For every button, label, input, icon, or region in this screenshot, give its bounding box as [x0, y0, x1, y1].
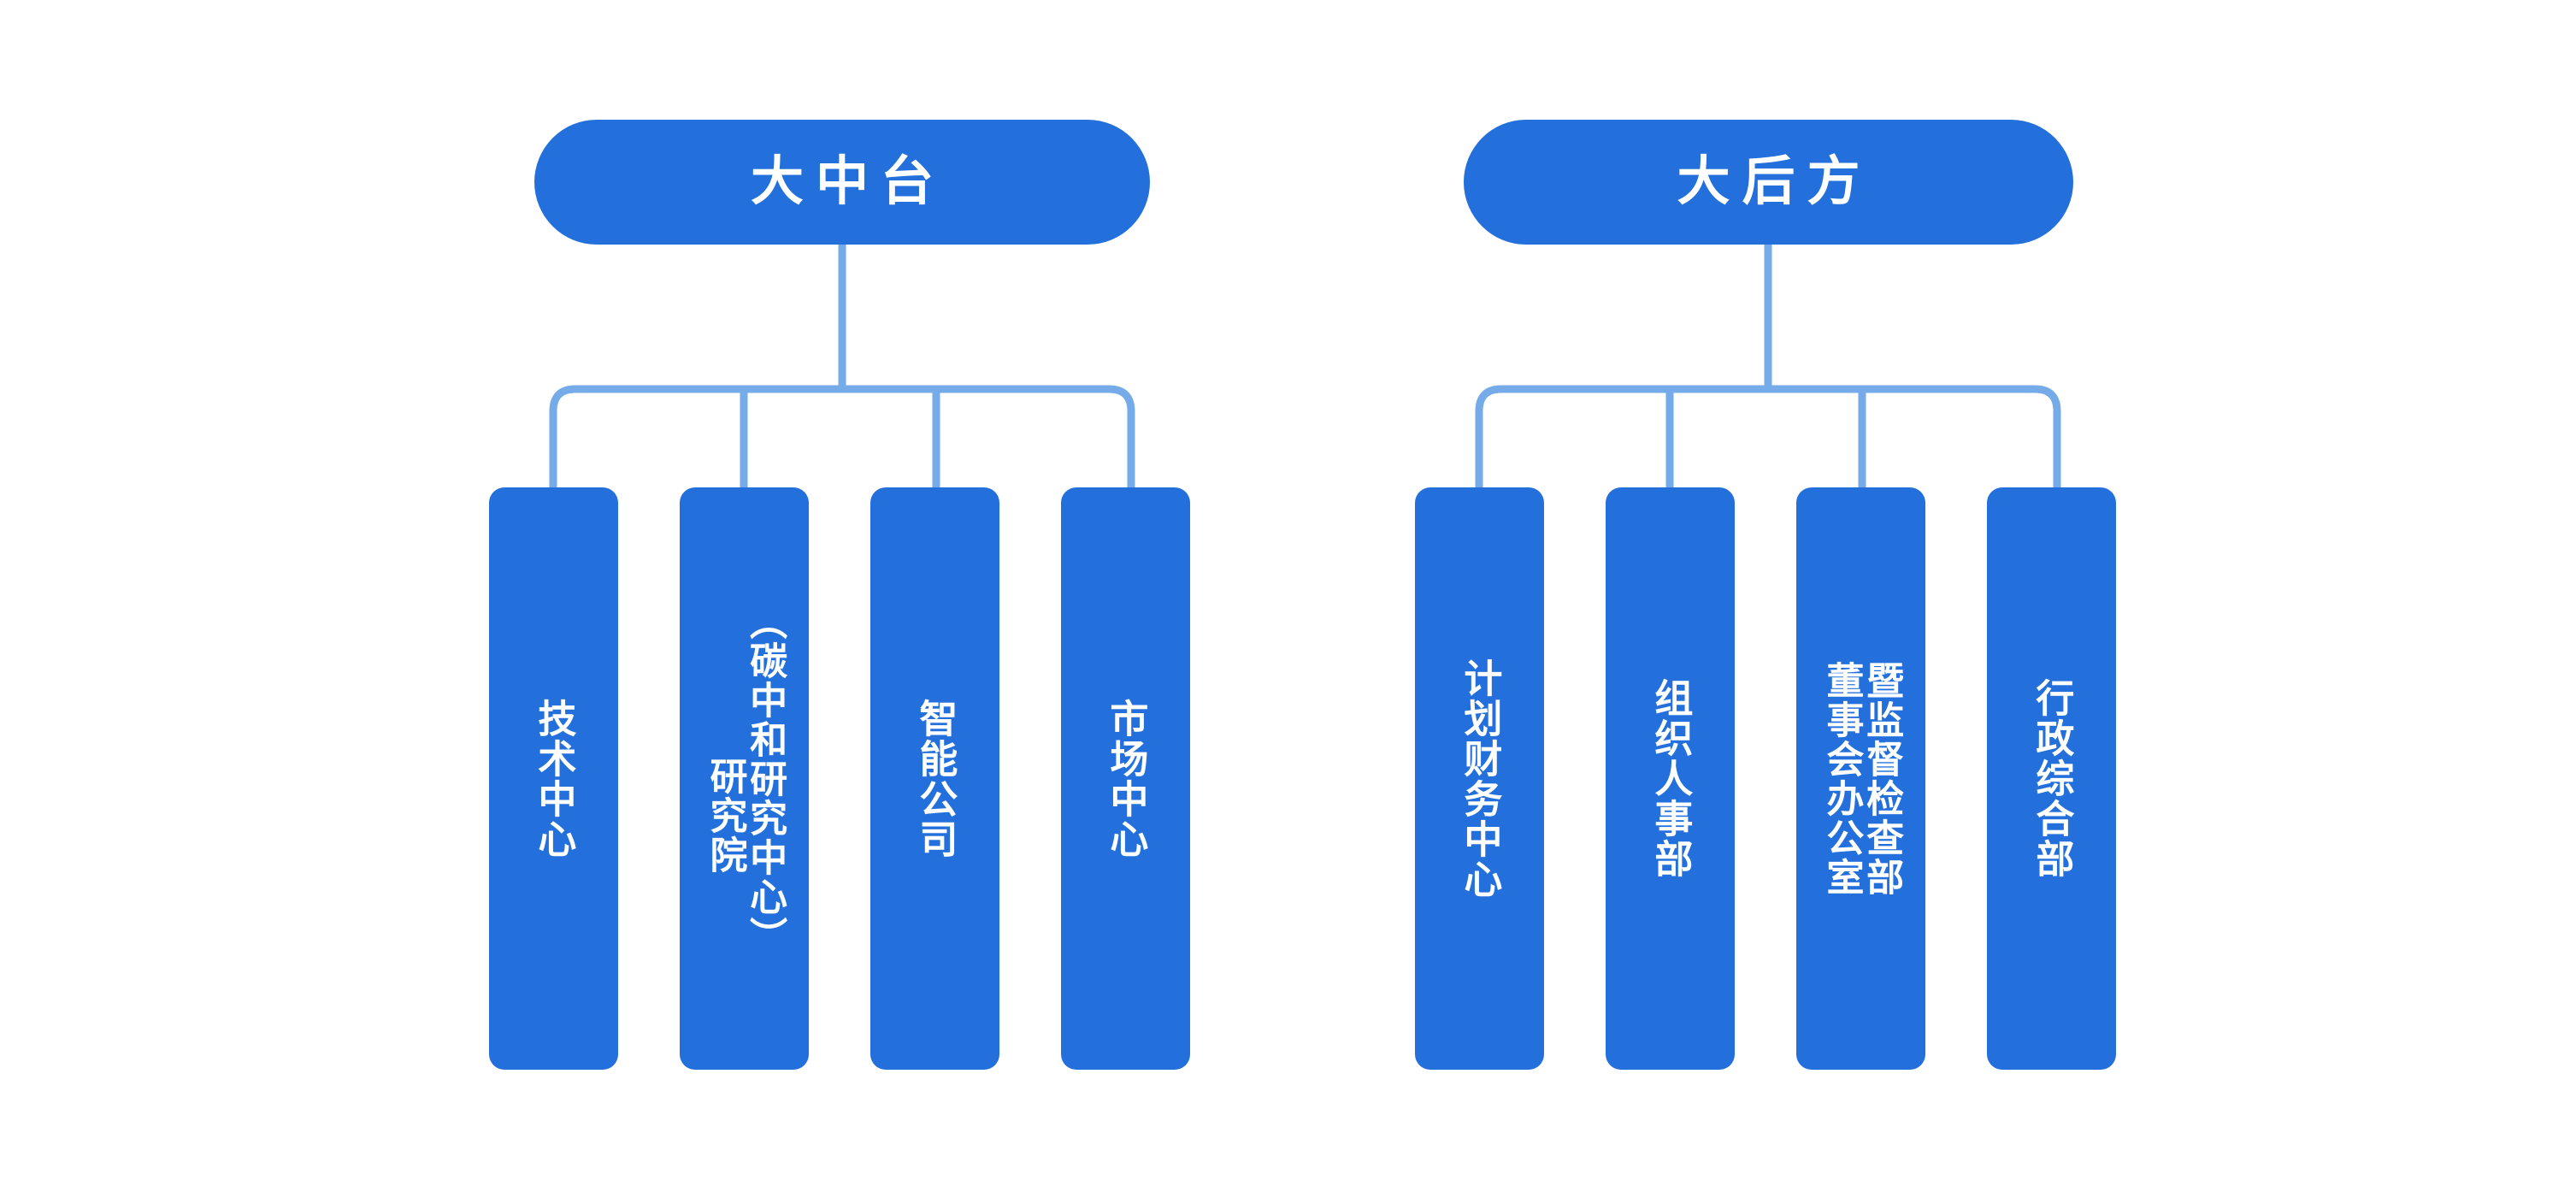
node-label-column-main: （碳中和研究中心） — [744, 601, 787, 956]
node-hr-department[interactable]: 组织人事部 — [1606, 487, 1735, 1070]
node-admin-department[interactable]: 行政综合部 — [1987, 487, 2116, 1070]
node-label-column-secondary: 董事会办公室 — [1820, 660, 1863, 897]
node-label-column-main: 市场中心 — [1104, 698, 1148, 859]
node-label-column-main: 暨监督检查部 — [1860, 660, 1903, 897]
leaf-spacer — [618, 487, 680, 1070]
org-group-zhongtai: 大中台 技术中心 （碳中和研究中心） 研究院 智能公司 — [489, 120, 1190, 1070]
org-group-houfang: 大后方 计划财务中心 组织人事部 暨监督检查部 董事会办公室 — [1288, 0, 2576, 1186]
node-market-center[interactable]: 市场中心 — [1061, 487, 1190, 1070]
node-text-stack: 智能公司 — [870, 487, 999, 1070]
node-text-stack: 计划财务中心 — [1415, 487, 1544, 1070]
node-text-stack: 市场中心 — [1061, 487, 1190, 1070]
node-text-stack: 技术中心 — [489, 487, 618, 1070]
group-header-label: 大后方 — [1677, 152, 1872, 211]
node-label-column-main: 组织人事部 — [1648, 678, 1693, 879]
node-research-institute[interactable]: （碳中和研究中心） 研究院 — [680, 487, 809, 1070]
group-header-houfang[interactable]: 大后方 — [1464, 120, 2073, 245]
node-tech-center[interactable]: 技术中心 — [489, 487, 618, 1070]
leaf-spacer — [809, 487, 870, 1070]
leaf-spacer — [1544, 487, 1606, 1070]
node-label-column-main: 计划财务中心 — [1458, 658, 1502, 900]
node-label-column-secondary: 研究院 — [704, 756, 746, 875]
node-board-office[interactable]: 暨监督检查部 董事会办公室 — [1796, 487, 1925, 1070]
node-smart-company[interactable]: 智能公司 — [870, 487, 999, 1070]
node-label-column-main: 行政综合部 — [2030, 678, 2074, 879]
node-text-stack: 组织人事部 — [1606, 487, 1735, 1070]
leaf-row-zhongtai: 技术中心 （碳中和研究中心） 研究院 智能公司 市场中心 — [489, 487, 1190, 1070]
node-text-stack: 行政综合部 — [1987, 487, 2116, 1070]
node-label-column-main: 智能公司 — [913, 698, 958, 859]
leaf-spacer — [1925, 487, 1987, 1070]
leaf-spacer — [1735, 487, 1796, 1070]
leaf-row-houfang: 计划财务中心 组织人事部 暨监督检查部 董事会办公室 行政综合部 — [1415, 487, 2116, 1070]
node-text-stack: （碳中和研究中心） 研究院 — [680, 487, 809, 1070]
node-finance-center[interactable]: 计划财务中心 — [1415, 487, 1544, 1070]
node-text-stack: 暨监督检查部 董事会办公室 — [1796, 487, 1925, 1070]
leaf-spacer — [999, 487, 1061, 1070]
group-header-zhongtai[interactable]: 大中台 — [534, 120, 1150, 245]
node-label-column-main: 技术中心 — [532, 698, 576, 859]
group-header-label: 大中台 — [750, 152, 946, 211]
